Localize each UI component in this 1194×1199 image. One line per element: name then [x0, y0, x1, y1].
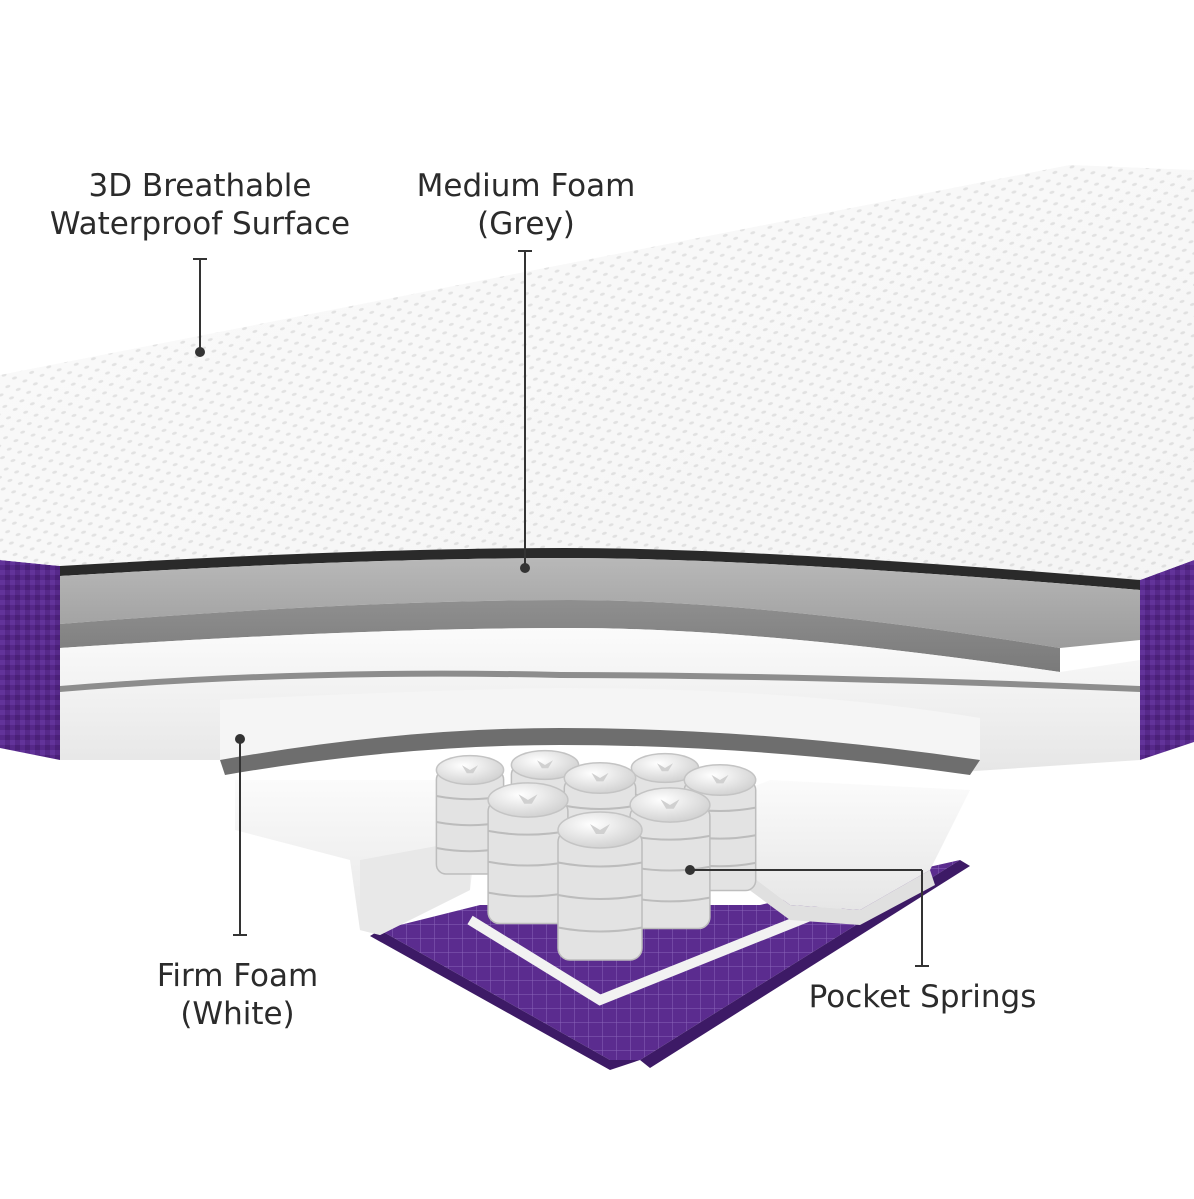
label-pocket-springs-line1: Pocket Springs — [808, 979, 1037, 1015]
leader-surface — [193, 258, 207, 357]
label-firm-foam-line1: Firm Foam — [156, 958, 319, 994]
label-pocket-springs: Pocket Springs — [790, 978, 1055, 1016]
label-surface: 3D Breathable Waterproof Surface — [40, 167, 360, 243]
cut-edge — [60, 548, 1140, 590]
label-firm-foam: Firm Foam (White) — [120, 957, 355, 1033]
label-surface-line2: Waterproof Surface — [49, 206, 351, 242]
right-border-fabric — [1140, 560, 1194, 760]
pocket-springs — [435, 749, 757, 961]
pocket-spring — [557, 811, 643, 961]
label-firm-foam-line2: (White) — [180, 996, 295, 1032]
leader-dot-icon — [235, 734, 245, 744]
leader-dot-icon — [520, 563, 530, 573]
leader-dot-icon — [195, 347, 205, 357]
left-border-fabric — [0, 560, 60, 760]
medium-foam-layer — [60, 558, 1140, 648]
right-foam-block — [720, 780, 970, 910]
leader-springs — [685, 865, 929, 967]
pocket-spring — [487, 782, 569, 925]
label-medium-foam: Medium Foam (Grey) — [396, 167, 656, 243]
pocket-spring — [629, 787, 711, 930]
label-medium-foam-line1: Medium Foam — [416, 168, 636, 204]
leader-medium — [518, 250, 532, 573]
leader-firm — [233, 734, 247, 936]
leader-dot-icon — [685, 865, 695, 875]
label-surface-line1: 3D Breathable — [88, 168, 312, 204]
label-medium-foam-line2: (Grey) — [477, 206, 575, 242]
